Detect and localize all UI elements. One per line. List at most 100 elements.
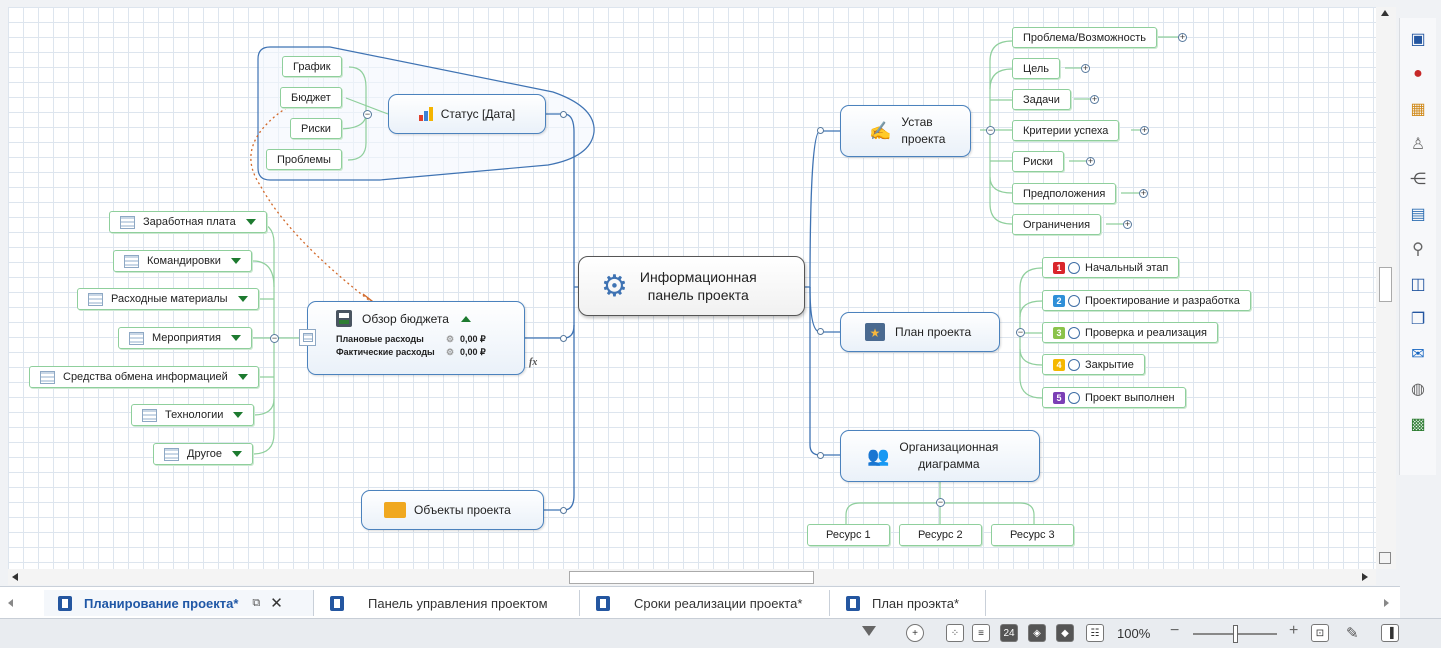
- expand-control[interactable]: +: [1090, 94, 1099, 104]
- person-icon[interactable]: ♙: [1410, 136, 1426, 153]
- charter-child-constraints[interactable]: Ограничения: [1012, 214, 1102, 235]
- budget-child-other[interactable]: Другое: [153, 443, 253, 465]
- expand-control[interactable]: +: [1140, 125, 1149, 135]
- plan-collapse-control[interactable]: −: [1016, 327, 1025, 337]
- progress-circle-icon[interactable]: [1068, 294, 1080, 307]
- zoom-in-button[interactable]: +: [1289, 622, 1299, 639]
- status-child-schedule[interactable]: График: [282, 56, 342, 77]
- tab-project-dashboard[interactable]: Панель управления проектом: [316, 590, 580, 616]
- expand-control[interactable]: +: [1139, 188, 1148, 198]
- expand-control[interactable]: +: [1086, 156, 1095, 166]
- tab-project-plan[interactable]: План проэкта*: [832, 590, 986, 616]
- org-collapse-control[interactable]: −: [936, 497, 945, 507]
- budget-child-communications[interactable]: Средства обмена информацией: [29, 366, 259, 388]
- duplicate-icon[interactable]: ❐: [1410, 311, 1426, 328]
- scroll-left-icon[interactable]: [12, 573, 18, 581]
- progress-circle-icon[interactable]: [1068, 261, 1080, 274]
- map-parts-icon[interactable]: ⋲: [1410, 171, 1426, 188]
- mindmap-canvas[interactable]: ⚙ Информационная панель проекта Статус […: [8, 7, 1376, 569]
- plan-topic[interactable]: ★ План проекта: [840, 312, 1000, 352]
- add-topic-icon[interactable]: +: [906, 624, 924, 642]
- charter-child-tasks[interactable]: Задачи: [1012, 89, 1071, 110]
- vertical-scrollbar[interactable]: [1376, 7, 1396, 569]
- tags-icon[interactable]: ◈: [1028, 624, 1046, 642]
- status-collapse-control[interactable]: −: [363, 109, 372, 119]
- org-child-resource-3[interactable]: Ресурс 3: [991, 524, 1074, 546]
- expand-control[interactable]: +: [1178, 32, 1187, 42]
- zoom-out-button[interactable]: −: [1170, 622, 1180, 639]
- panel-toggle-icon[interactable]: ▐: [1381, 624, 1399, 642]
- dropdown-arrow-icon[interactable]: [245, 219, 256, 225]
- status-child-budget[interactable]: Бюджет: [280, 87, 342, 108]
- budget-topic[interactable]: Обзор бюджета Плановые расходы⚙0,00 ₽ Фа…: [307, 301, 525, 375]
- globe-icon[interactable]: ◍: [1411, 381, 1425, 398]
- vertical-scroll-thumb[interactable]: [1379, 267, 1392, 302]
- image-library-icon[interactable]: ▤: [1410, 206, 1426, 223]
- charter-child-success[interactable]: Критерии успеха: [1012, 120, 1120, 141]
- fit-map-icon[interactable]: ⊡: [1311, 624, 1329, 642]
- expand-control[interactable]: +: [1081, 63, 1090, 73]
- org-topic[interactable]: 👥 Организационная диаграмма: [840, 430, 1040, 482]
- search-icon[interactable]: ⚲: [1412, 241, 1424, 258]
- charter-topic[interactable]: ✍ Устав проекта: [840, 105, 971, 157]
- dropdown-arrow-icon[interactable]: [237, 296, 248, 302]
- dropdown-arrow-icon[interactable]: [231, 451, 242, 457]
- charter-child-assumptions[interactable]: Предположения: [1012, 183, 1117, 204]
- dropdown-arrow-icon[interactable]: [230, 335, 241, 341]
- calendar-icon[interactable]: ▦: [1410, 101, 1426, 118]
- horizontal-scroll-thumb[interactable]: [569, 571, 814, 584]
- tab-scroll-right-icon[interactable]: [1384, 599, 1389, 607]
- calendar-view-icon[interactable]: 24: [1000, 624, 1018, 642]
- tab-project-timeline[interactable]: Сроки реализации проекта*: [582, 590, 830, 616]
- org-child-resource-1[interactable]: Ресурс 1: [807, 524, 890, 546]
- tab-project-planning[interactable]: Планирование проекта* ⧉ ✕: [44, 590, 314, 616]
- budget-child-salary[interactable]: Заработная плата: [109, 211, 267, 233]
- charter-child-goal[interactable]: Цель: [1012, 58, 1061, 79]
- layout-icon[interactable]: ⁘: [946, 624, 964, 642]
- status-topic[interactable]: Статус [Дата]: [388, 94, 546, 134]
- float-window-icon[interactable]: ⧉: [252, 596, 261, 609]
- progress-circle-icon[interactable]: [1068, 358, 1080, 371]
- charter-child-risks[interactable]: Риски: [1012, 151, 1064, 172]
- zoom-slider-thumb[interactable]: [1233, 625, 1238, 643]
- filter-icon[interactable]: [862, 626, 876, 636]
- priority-view-icon[interactable]: ◆: [1056, 624, 1074, 642]
- brush-icon[interactable]: ✎: [1346, 625, 1359, 642]
- collapse-arrow-icon[interactable]: [460, 315, 471, 322]
- progress-circle-icon[interactable]: [1068, 391, 1080, 404]
- central-topic[interactable]: ⚙ Информационная панель проекта: [578, 256, 805, 316]
- status-child-issues[interactable]: Проблемы: [266, 149, 342, 170]
- budget-child-supplies[interactable]: Расходные материалы: [77, 288, 259, 310]
- dropdown-arrow-icon[interactable]: [237, 374, 248, 380]
- list-view-icon[interactable]: ☷: [1086, 624, 1104, 642]
- dropdown-arrow-icon[interactable]: [230, 258, 241, 264]
- close-icon[interactable]: ✕: [270, 595, 283, 612]
- budget-child-events[interactable]: Мероприятия: [118, 327, 252, 349]
- focus-icon[interactable]: ◫: [1410, 276, 1426, 293]
- fit-icon[interactable]: [1379, 552, 1391, 564]
- tab-scroll-left-icon[interactable]: [8, 599, 13, 607]
- notes-icon[interactable]: ≡: [972, 624, 990, 642]
- excel-icon[interactable]: ▩: [1410, 416, 1426, 433]
- horizontal-scrollbar[interactable]: [8, 569, 1376, 585]
- outlook-icon[interactable]: ✉: [1411, 346, 1425, 363]
- scroll-up-icon[interactable]: [1381, 10, 1389, 16]
- org-child-resource-2[interactable]: Ресурс 2: [899, 524, 982, 546]
- charter-child-problem[interactable]: Проблема/Возможность: [1012, 27, 1157, 48]
- charter-collapse-control[interactable]: −: [986, 125, 995, 135]
- budget-child-technology[interactable]: Технологии: [131, 404, 255, 426]
- objects-topic[interactable]: Объекты проекта: [361, 490, 544, 530]
- status-child-risks[interactable]: Риски: [290, 118, 342, 139]
- resources-icon[interactable]: ●: [1413, 65, 1423, 82]
- task-info-icon[interactable]: ▣: [1410, 31, 1426, 48]
- budget-child-travel[interactable]: Командировки: [113, 250, 252, 272]
- progress-circle-icon[interactable]: [1068, 326, 1080, 339]
- budget-collapse-control[interactable]: −: [270, 333, 279, 343]
- expand-control[interactable]: +: [1123, 219, 1132, 229]
- dropdown-arrow-icon[interactable]: [233, 412, 244, 418]
